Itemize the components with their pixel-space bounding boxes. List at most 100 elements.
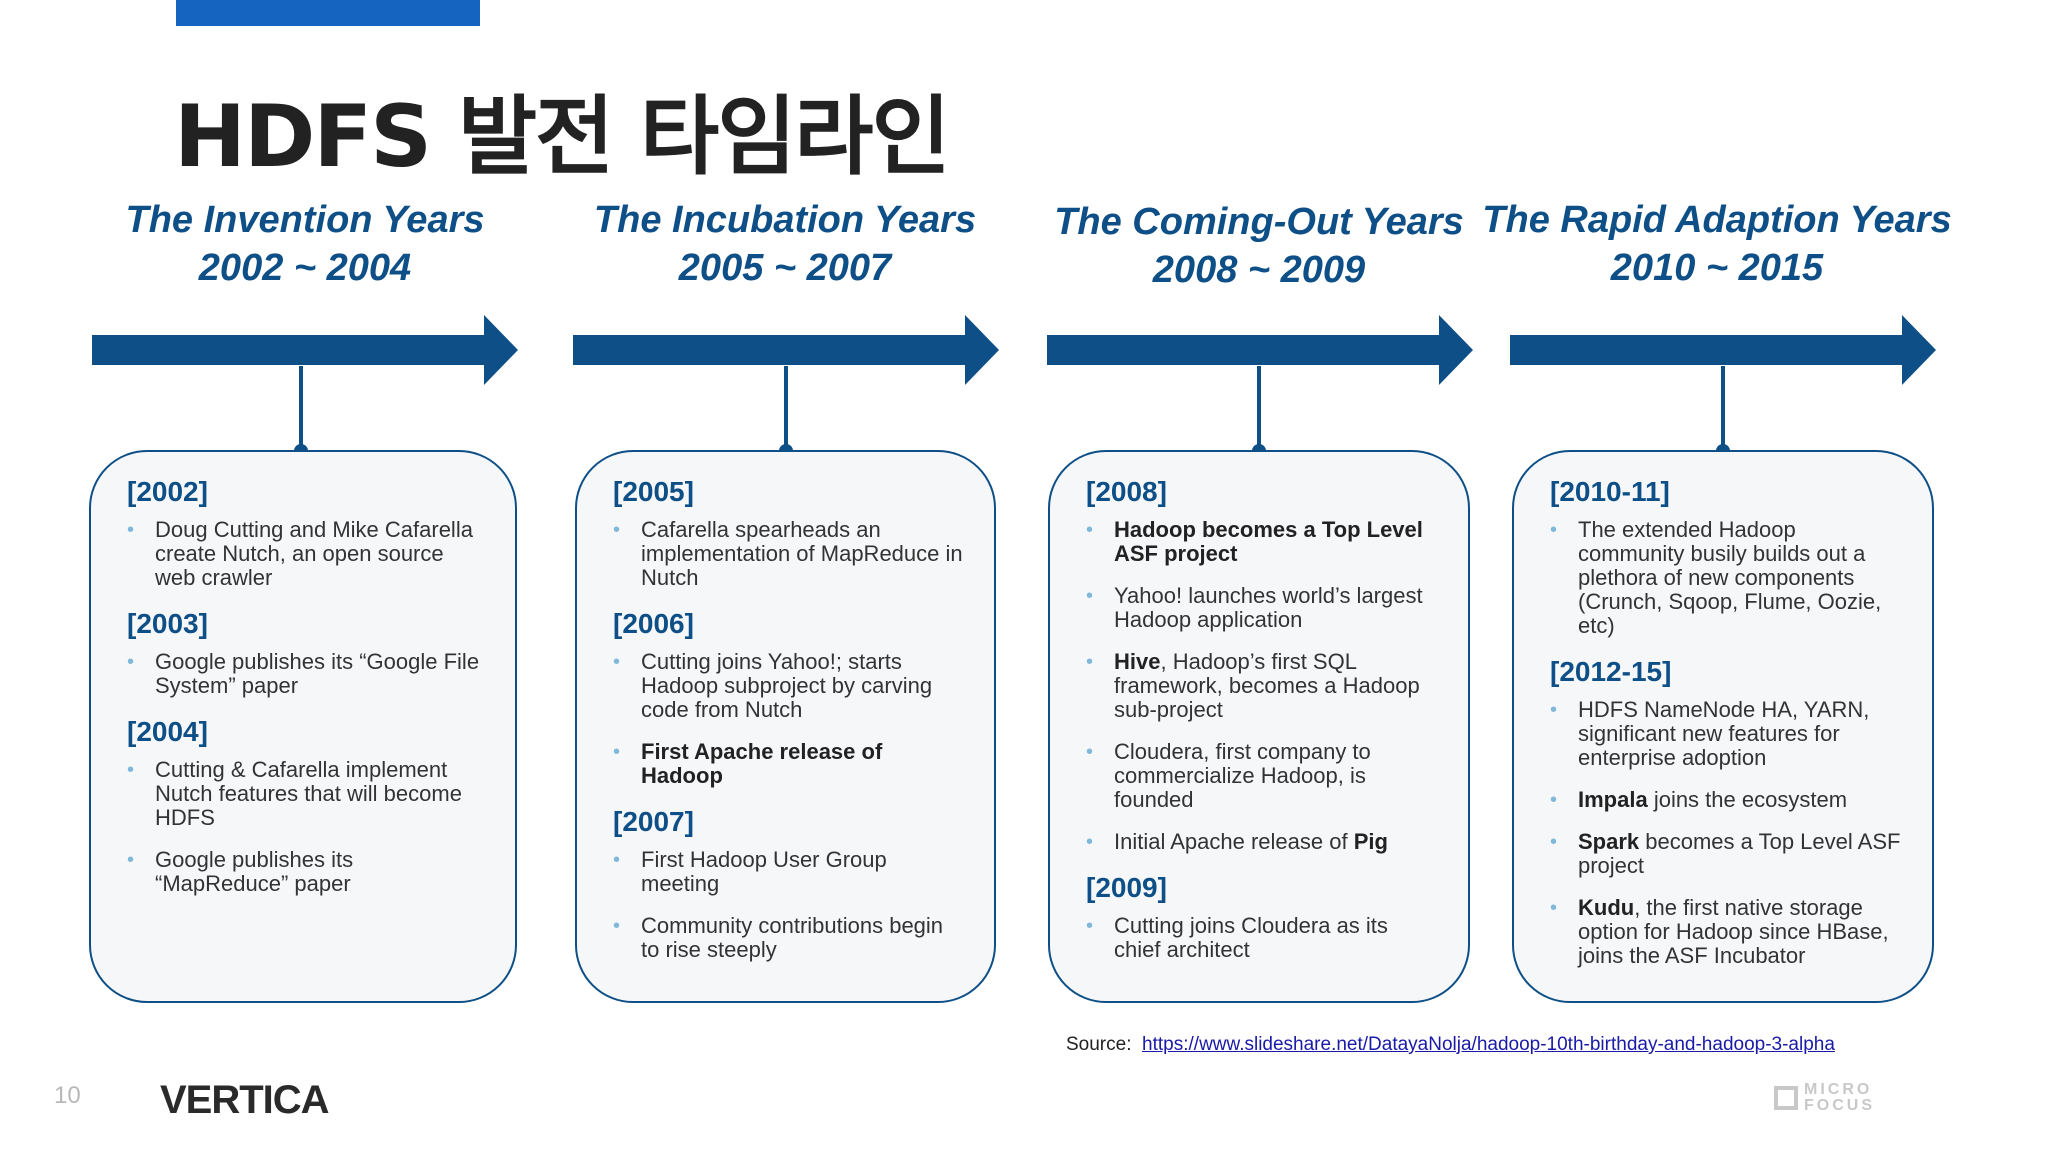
event-item: Cloudera, first company to commercialize… <box>1086 740 1438 812</box>
event-text: The extended Hadoop community busily bui… <box>1578 517 1882 638</box>
event-item: Hadoop becomes a Top Level ASF project <box>1086 518 1438 566</box>
event-list: First Hadoop User Group meetingCommunity… <box>613 848 964 962</box>
timeline-card-4: [2010-11] The extended Hadoop community b… <box>1512 450 1934 1003</box>
event-item: Doug Cutting and Mike Cafarella create N… <box>127 518 485 590</box>
event-list: The extended Hadoop community busily bui… <box>1550 518 1902 638</box>
event-item: The extended Hadoop community busily bui… <box>1550 518 1902 638</box>
event-item: Initial Apache release of Pig <box>1086 829 1438 855</box>
event-text: HDFS NameNode HA, YARN, significant new … <box>1578 697 1870 770</box>
event-item: Community contributions begin to rise st… <box>613 914 964 962</box>
event-text: Cafarella spearheads an implementation o… <box>641 517 963 590</box>
event-text: Google publishes its “Google File System… <box>155 649 480 698</box>
page-number: 10 <box>54 1082 81 1109</box>
event-list: Hadoop becomes a Top Level ASF projectYa… <box>1086 518 1438 855</box>
accent-bar <box>176 0 480 26</box>
era-range: 2010 ~ 2015 <box>1610 247 1824 289</box>
era-name: The Incubation Years <box>593 199 977 241</box>
era-name: The Invention Years <box>125 199 485 241</box>
timeline-card-1: [2002] Doug Cutting and Mike Cafarella cr… <box>89 450 517 1003</box>
year-heading: [2006] <box>613 608 694 639</box>
era-heading-incubation: The Incubation Years 2005 ~ 2007 <box>550 196 1020 292</box>
event-item: Yahoo! launches world’s largest Hadoop a… <box>1086 584 1438 632</box>
event-text: Initial Apache release of <box>1114 829 1354 854</box>
micro-focus-line-1: MICRO <box>1804 1081 1873 1098</box>
era-range: 2002 ~ 2004 <box>198 247 412 289</box>
event-list: Cutting joins Yahoo!; starts Hadoop subp… <box>613 650 964 788</box>
connector-line <box>784 366 788 450</box>
event-item: Cutting joins Yahoo!; starts Hadoop subp… <box>613 650 964 722</box>
event-text: First Hadoop User Group meeting <box>641 847 887 896</box>
event-text: becomes a Top Level ASF project <box>1578 829 1901 878</box>
year-heading: [2005] <box>613 476 694 507</box>
timeline-card-2: [2005] Cafarella spearheads an implementa… <box>575 450 996 1003</box>
event-list: Cutting joins Cloudera as its chief arch… <box>1086 914 1438 962</box>
era-heading-rapid-adaption: The Rapid Adaption Years 2010 ~ 2015 <box>1482 196 1952 292</box>
timeline-arrow-3 <box>1047 315 1473 385</box>
year-heading: [2007] <box>613 806 694 837</box>
event-item: First Hadoop User Group meeting <box>613 848 964 896</box>
timeline-arrow-4 <box>1510 315 1936 385</box>
connector-line <box>1257 366 1261 450</box>
event-item: Kudu, the first native storage option fo… <box>1550 896 1902 968</box>
year-heading: [2004] <box>127 716 208 747</box>
era-range: 2008 ~ 2009 <box>1152 249 1366 291</box>
year-heading: [2002] <box>127 476 208 507</box>
event-highlight: First Apache release of Hadoop <box>641 739 883 788</box>
micro-focus-line-2: FOCUS <box>1804 1097 1875 1114</box>
event-item: Cutting & Cafarella implement Nutch feat… <box>127 758 485 830</box>
event-text: Doug Cutting and Mike Cafarella create N… <box>155 517 473 590</box>
event-text: , the first native storage option for Ha… <box>1578 895 1889 968</box>
timeline-arrow-2 <box>573 315 999 385</box>
source-link[interactable]: https://www.slideshare.net/DatayaNolja/h… <box>1142 1034 1835 1055</box>
year-heading: [2008] <box>1086 476 1167 507</box>
event-text: Cutting & Cafarella implement Nutch feat… <box>155 757 462 830</box>
event-highlight: Spark <box>1578 829 1640 854</box>
event-item: Cutting joins Cloudera as its chief arch… <box>1086 914 1438 962</box>
era-name: The Rapid Adaption Years <box>1482 199 1952 241</box>
era-heading-invention: The Invention Years 2002 ~ 2004 <box>70 196 540 292</box>
event-item: Impala joins the ecosystem <box>1550 787 1902 813</box>
event-item: Spark becomes a Top Level ASF project <box>1550 830 1902 878</box>
event-item: Hive, Hadoop’s first SQL framework, beco… <box>1086 650 1438 722</box>
source-citation: Source: https://www.slideshare.net/Datay… <box>1066 1034 1835 1056</box>
event-list: Cutting & Cafarella implement Nutch feat… <box>127 758 485 896</box>
event-text: Yahoo! launches world’s largest Hadoop a… <box>1114 583 1423 632</box>
connector-line <box>1721 366 1725 450</box>
event-highlight: Impala <box>1578 787 1648 812</box>
event-highlight: Hive <box>1114 649 1161 674</box>
slide-title: HDFS 발전 타임라인 <box>174 87 951 187</box>
event-item: Google publishes its “Google File System… <box>127 650 485 698</box>
event-item: First Apache release of Hadoop <box>613 740 964 788</box>
year-heading: [2003] <box>127 608 208 639</box>
year-heading: [2012-15] <box>1550 656 1672 687</box>
event-text: Google publishes its “MapReduce” paper <box>155 847 354 896</box>
event-text: Cutting joins Yahoo!; starts Hadoop subp… <box>641 649 933 722</box>
year-heading: [2009] <box>1086 872 1167 903</box>
micro-focus-logo: MICRO FOCUS <box>1774 1082 1875 1114</box>
micro-focus-mark-icon <box>1774 1086 1798 1110</box>
event-text: Cloudera, first company to commercialize… <box>1114 739 1371 812</box>
event-text: , Hadoop’s first SQL framework, becomes … <box>1114 649 1420 722</box>
event-text: joins the ecosystem <box>1647 787 1848 812</box>
connector-line <box>299 366 303 450</box>
source-label: Source: <box>1066 1034 1132 1055</box>
event-list: Doug Cutting and Mike Cafarella create N… <box>127 518 485 590</box>
event-item: HDFS NameNode HA, YARN, significant new … <box>1550 698 1902 770</box>
vertica-logo: VERTICA <box>160 1078 330 1122</box>
era-range: 2005 ~ 2007 <box>678 247 892 289</box>
event-list: HDFS NameNode HA, YARN, significant new … <box>1550 698 1902 968</box>
event-text: Cutting joins Cloudera as its chief arch… <box>1114 913 1388 962</box>
timeline-arrow-1 <box>92 315 518 385</box>
event-text: Community contributions begin to rise st… <box>641 913 944 962</box>
event-highlight: Hadoop becomes a Top Level ASF project <box>1114 517 1423 566</box>
event-list: Cafarella spearheads an implementation o… <box>613 518 964 590</box>
timeline-card-3: [2008] Hadoop becomes a Top Level ASF pro… <box>1048 450 1470 1003</box>
era-name: The Coming-Out Years <box>1054 201 1464 243</box>
event-item: Google publishes its “MapReduce” paper <box>127 848 485 896</box>
event-item: Cafarella spearheads an implementation o… <box>613 518 964 590</box>
era-heading-coming-out: The Coming-Out Years 2008 ~ 2009 <box>1024 198 1494 294</box>
event-list: Google publishes its “Google File System… <box>127 650 485 698</box>
event-highlight: Kudu <box>1578 895 1635 920</box>
event-highlight: Pig <box>1353 829 1388 854</box>
year-heading: [2010-11] <box>1550 476 1670 507</box>
